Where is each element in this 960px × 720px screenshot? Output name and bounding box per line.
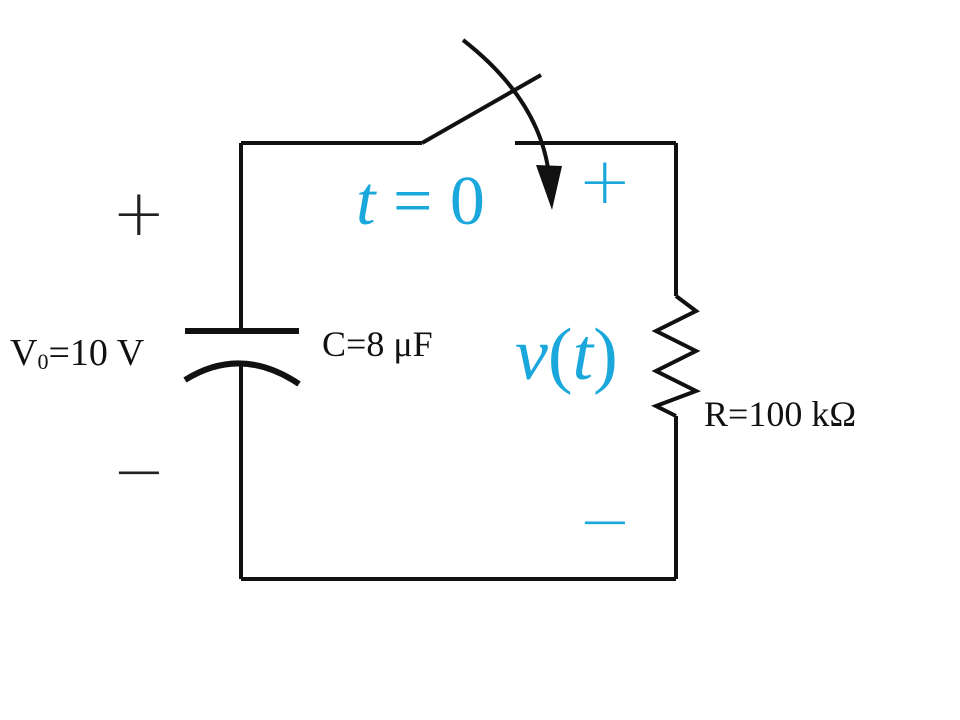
resistor-minus-sign: − bbox=[578, 485, 632, 559]
source-voltage-value: =10 V bbox=[48, 332, 145, 374]
output-voltage-label: v(t) bbox=[515, 318, 618, 392]
output-paren-close: ) bbox=[593, 314, 618, 396]
resistance-label: R=100 kΩ bbox=[704, 394, 857, 434]
switch-time-variable: t bbox=[356, 163, 376, 240]
output-voltage-argument: t bbox=[572, 314, 594, 396]
switch-arrowhead bbox=[536, 165, 562, 210]
switch-time-equals-zero: = 0 bbox=[375, 163, 485, 240]
resistor-zigzag bbox=[651, 294, 701, 418]
source-voltage-subscript: 0 bbox=[37, 349, 49, 374]
capacitor-minus-sign: − bbox=[112, 435, 166, 509]
switch-blade bbox=[421, 73, 542, 145]
source-voltage-symbol: V bbox=[10, 332, 38, 374]
resistor-plus-sign: + bbox=[578, 145, 632, 219]
output-voltage-function: v bbox=[515, 314, 548, 396]
capacitor-plus-sign: + bbox=[112, 177, 166, 251]
output-paren-open: ( bbox=[547, 314, 573, 396]
switch-arrow-arc bbox=[461, 38, 551, 176]
source-voltage-label: V0=10 V bbox=[10, 334, 144, 373]
capacitance-label: C=8 μF bbox=[322, 324, 433, 364]
switch-time-label: t = 0 bbox=[356, 167, 485, 237]
capacitor-plate-curved bbox=[183, 360, 301, 387]
